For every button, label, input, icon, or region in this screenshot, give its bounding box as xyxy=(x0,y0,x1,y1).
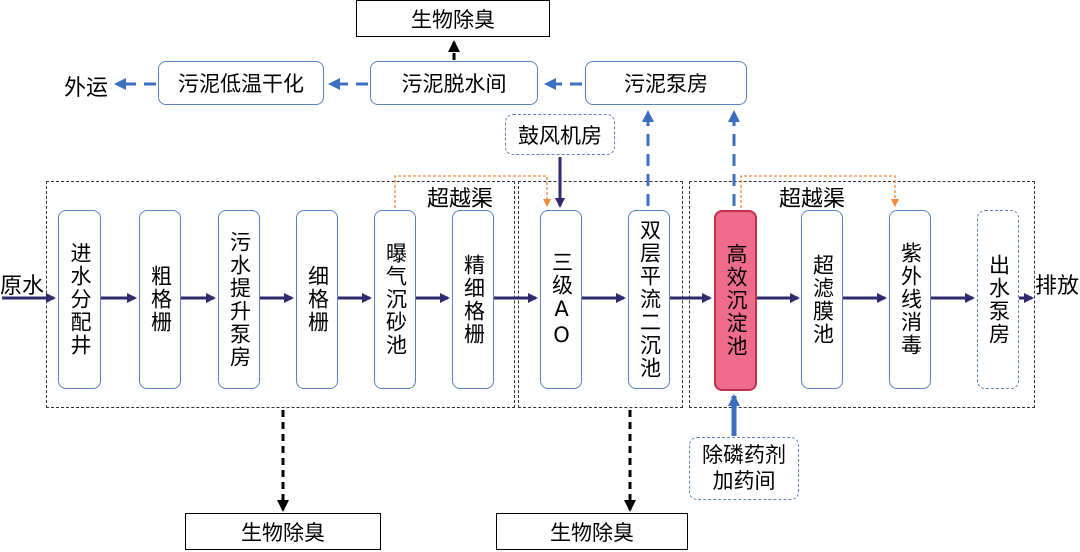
unit-inlet-distribution-well: 进水分配井 xyxy=(58,210,101,389)
unit-coarse-screen: 粗格栅 xyxy=(139,210,181,389)
outflow-label: 排放 xyxy=(1035,274,1080,299)
unit-high-efficiency-sedimentation: 高效沉淀池 xyxy=(714,210,757,391)
export-label: 外运 xyxy=(64,76,109,101)
bypass-label-right: 超越渠 xyxy=(779,187,846,212)
bottom-left-bio-deodor-box: 生物除臭 xyxy=(185,513,381,550)
unit-secondary-clarifier: 双层平流二沉池 xyxy=(628,210,670,389)
sludge-dewatering-box: 污泥脱水间 xyxy=(370,61,538,105)
biological-group xyxy=(518,181,683,408)
unit-three-stage-ao: 三级AO xyxy=(540,210,582,389)
sludge-pump-box: 污泥泵房 xyxy=(585,61,747,105)
unit-ultrafiltration-membrane: 超滤膜池 xyxy=(801,210,843,389)
top-bio-deodor-box: 生物除臭 xyxy=(356,0,550,37)
unit-uv-disinfection: 紫外线消毒 xyxy=(889,210,931,389)
bottom-right-bio-deodor-box: 生物除臭 xyxy=(496,513,688,550)
blower-box: 鼓风机房 xyxy=(505,114,615,155)
unit-effluent-pump-station: 出水泵房 xyxy=(977,210,1019,389)
advanced-treatment-group xyxy=(689,181,1035,408)
dosing-room-box: 除磷药剂 加药间 xyxy=(689,437,799,500)
dosing-room-line2: 加药间 xyxy=(712,468,776,493)
bypass-line-left xyxy=(394,175,551,208)
sludge-drying-box: 污泥低温干化 xyxy=(158,61,324,105)
inflow-label: 原水 xyxy=(0,274,45,299)
dosing-room-line1: 除磷药剂 xyxy=(702,443,786,468)
unit-aerated-grit-chamber: 曝气沉砂池 xyxy=(374,210,416,389)
unit-ultrafine-screen: 精细格栅 xyxy=(452,210,494,389)
unit-lift-pump-station: 污水提升泵房 xyxy=(218,210,260,389)
unit-fine-screen: 细格栅 xyxy=(296,210,338,389)
bypass-line-right xyxy=(740,175,899,208)
bypass-label-left: 超越渠 xyxy=(427,187,494,212)
